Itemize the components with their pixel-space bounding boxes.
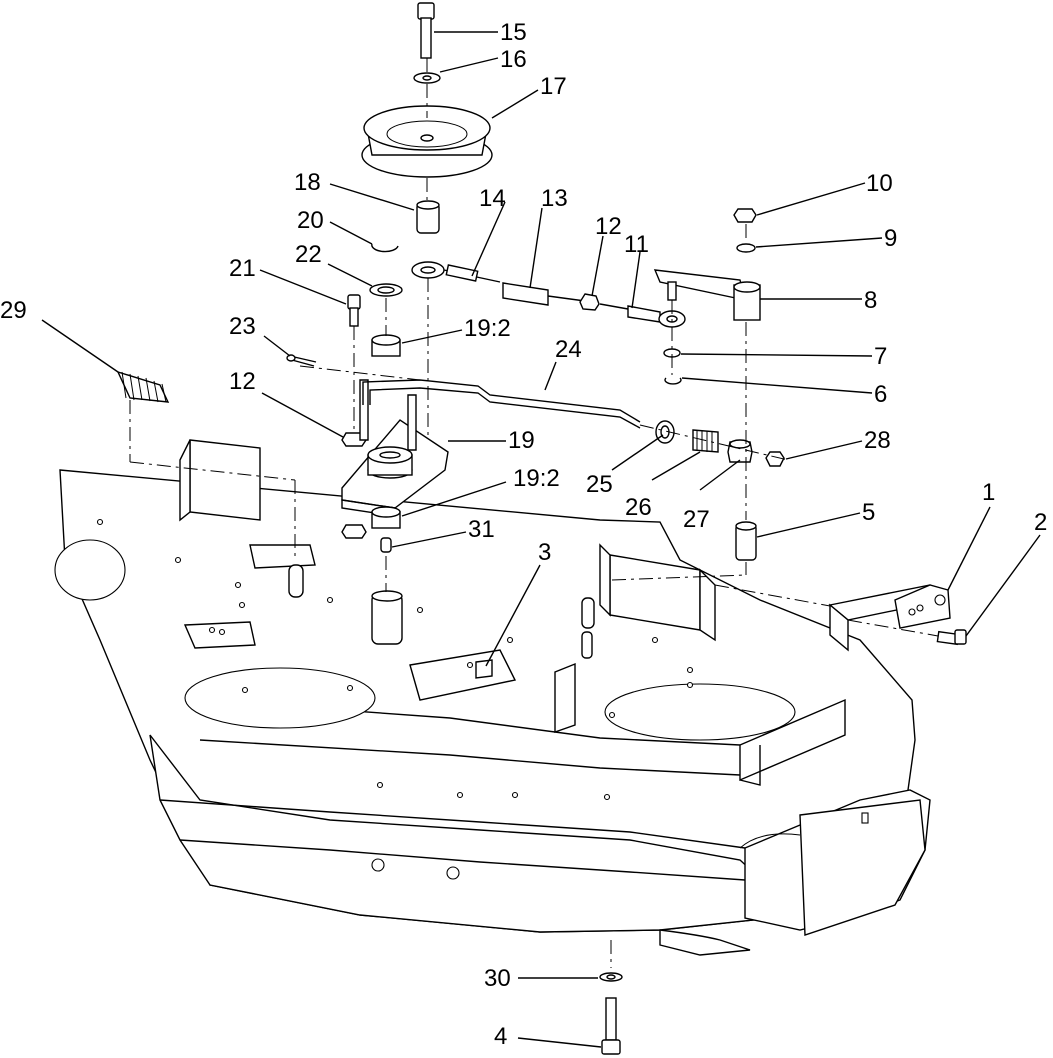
callout-12-upper: 12 <box>595 213 622 240</box>
callout-16: 16 <box>500 46 527 73</box>
bracket-3 <box>475 659 493 679</box>
linkage <box>443 264 686 328</box>
callout-12-lower: 12 <box>229 368 256 395</box>
callout-7: 7 <box>874 343 887 370</box>
callout-13: 13 <box>541 185 568 212</box>
bottom-bolt <box>599 940 623 1055</box>
callout-15: 15 <box>500 19 527 46</box>
callout-labels: 15 16 17 18 14 13 12 11 20 22 21 19:2 23… <box>0 19 1047 1050</box>
callout-29: 29 <box>0 297 27 324</box>
callout-1: 1 <box>982 479 995 506</box>
callout-19-2-lower: 19:2 <box>513 465 560 492</box>
callout-11: 11 <box>624 231 649 258</box>
callout-22: 22 <box>295 241 322 268</box>
bracket-1 <box>714 584 967 652</box>
idler-stack <box>129 2 493 645</box>
callout-25: 25 <box>586 471 613 498</box>
spring-parts <box>639 420 789 467</box>
callout-14: 14 <box>479 185 506 212</box>
callout-8: 8 <box>864 287 877 314</box>
callout-17: 17 <box>540 73 567 100</box>
callout-24: 24 <box>555 336 582 363</box>
callout-27: 27 <box>683 506 710 533</box>
callout-18: 18 <box>294 169 321 196</box>
callout-31: 31 <box>468 516 495 543</box>
callout-26: 26 <box>625 494 652 521</box>
spring-29 <box>116 370 170 462</box>
callout-20: 20 <box>297 207 324 234</box>
callout-9: 9 <box>884 225 897 252</box>
callout-30: 30 <box>484 965 511 992</box>
callout-23: 23 <box>229 313 256 340</box>
callout-5: 5 <box>862 499 875 526</box>
callout-21: 21 <box>229 255 256 282</box>
callout-19-2-upper: 19:2 <box>464 315 511 342</box>
arm-column <box>611 208 761 581</box>
callout-19: 19 <box>508 427 535 454</box>
callout-6: 6 <box>874 381 887 408</box>
callout-3: 3 <box>538 539 551 566</box>
callout-10: 10 <box>866 170 893 197</box>
callout-2: 2 <box>1034 509 1047 536</box>
callout-28: 28 <box>864 427 891 454</box>
mower-deck <box>54 439 931 956</box>
rod-24 <box>286 354 641 429</box>
leader-lines <box>41 31 1041 1048</box>
callout-4: 4 <box>494 1023 507 1050</box>
